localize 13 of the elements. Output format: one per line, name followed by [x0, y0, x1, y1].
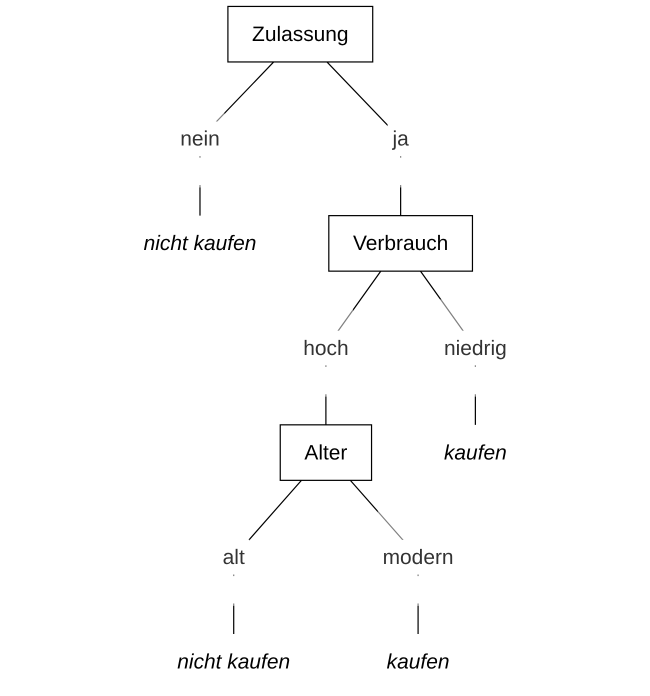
node-box: Verbrauch — [328, 215, 473, 272]
edge-label: modern — [382, 544, 454, 569]
edge-label: ja — [392, 126, 409, 150]
node-text: nicht kaufen — [177, 649, 290, 674]
node-box: Zulassung — [227, 6, 374, 63]
node-text: nicht kaufen — [143, 230, 256, 256]
node-text: kaufen — [444, 440, 507, 464]
node-box: Alter — [279, 424, 372, 481]
edge-label: hoch — [303, 336, 348, 360]
edge-label: nein — [180, 126, 220, 150]
node-text: kaufen — [386, 649, 450, 674]
edge-label: alt — [222, 544, 245, 569]
edge-label: niedrig — [444, 336, 507, 360]
